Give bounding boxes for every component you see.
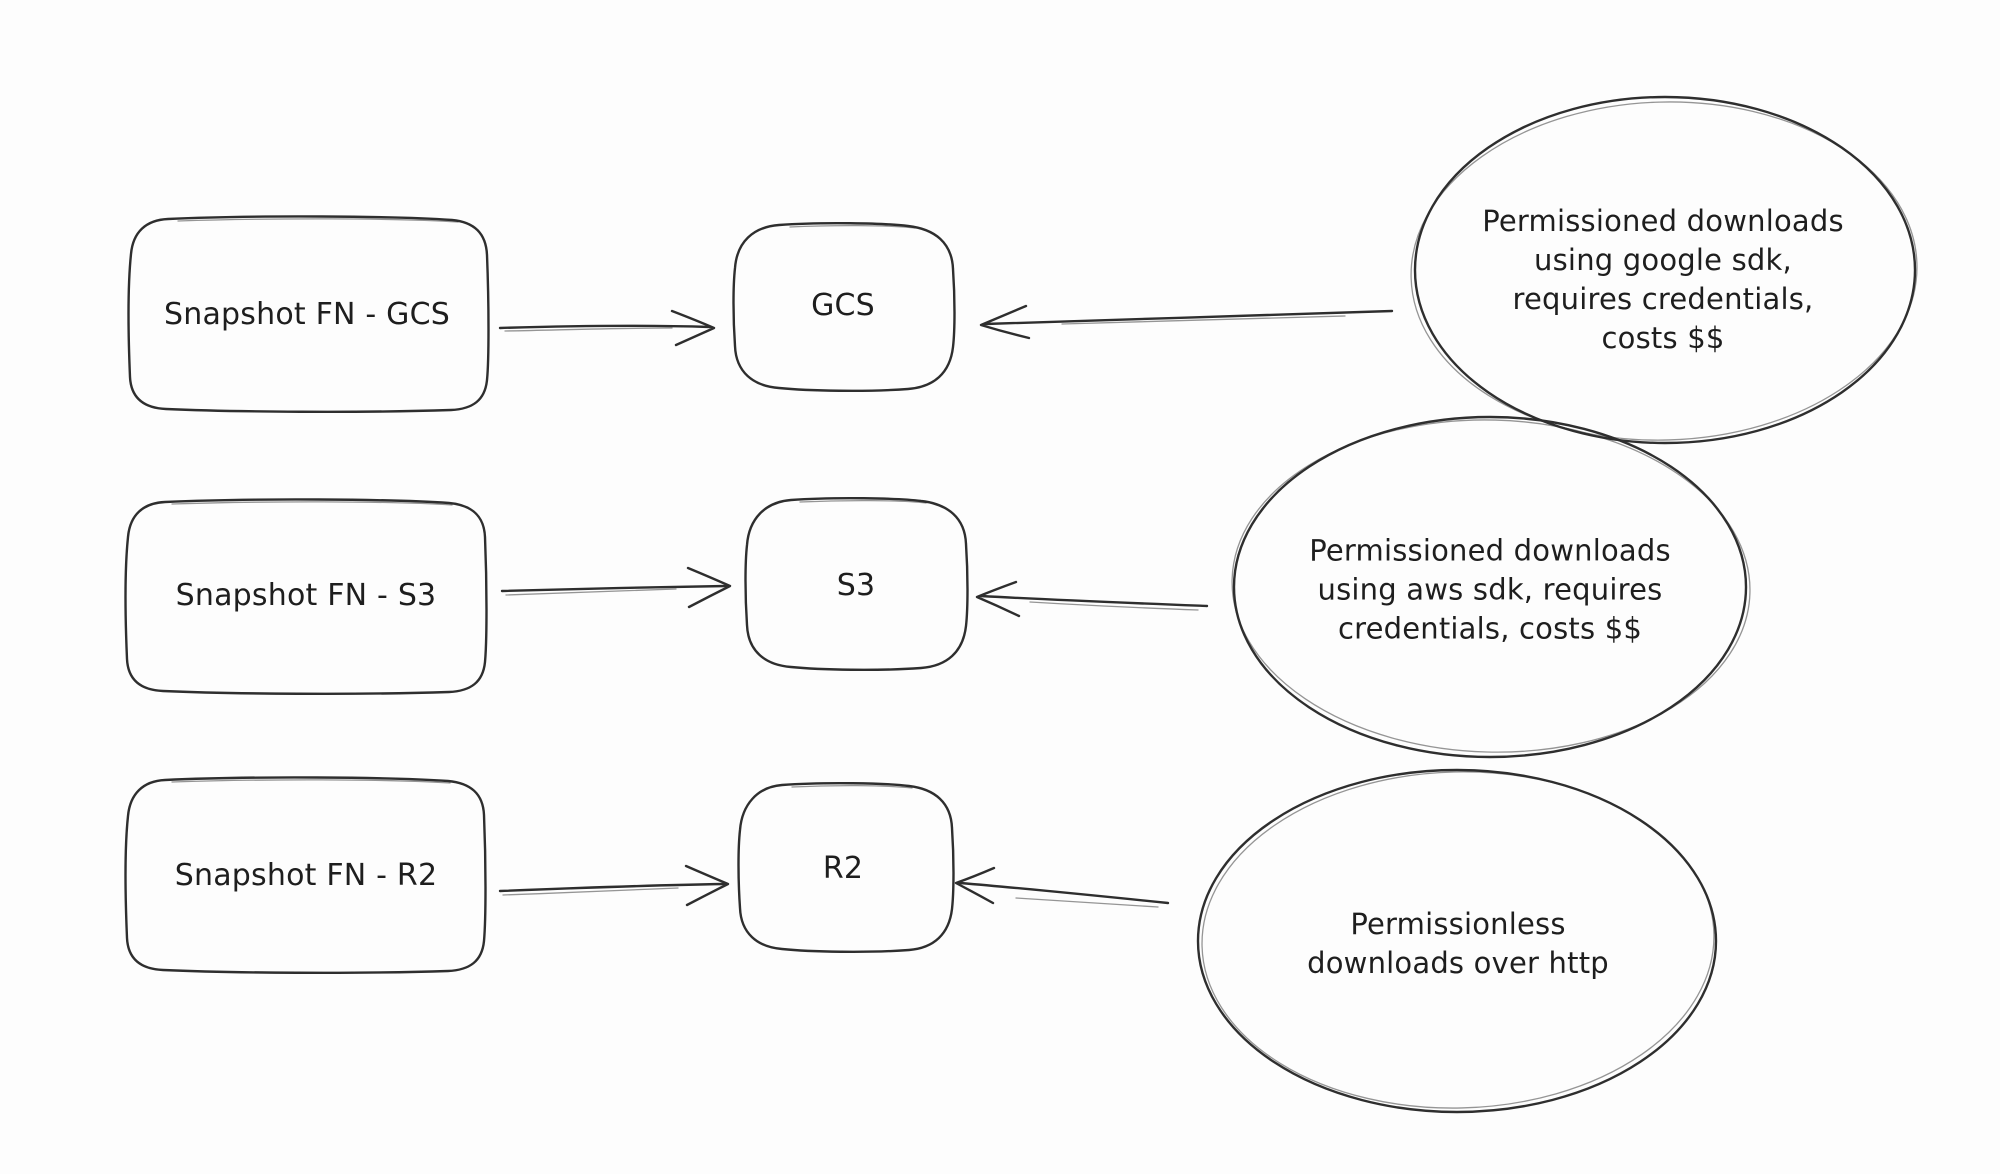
arrow-shaft bbox=[498, 882, 726, 893]
node-s3-shape[interactable] bbox=[744, 496, 969, 672]
sketch-overstroke bbox=[789, 224, 916, 229]
edge-snapshot-fn-gcs-to-gcs[interactable] bbox=[498, 309, 716, 347]
arrow-shaft bbox=[958, 881, 1170, 905]
arrowhead-left bbox=[954, 866, 996, 905]
node-snapshot-fn-s3-shape[interactable] bbox=[124, 498, 488, 696]
node-snapshot-fn-s3-label[interactable]: Snapshot FN - S3 bbox=[175, 578, 437, 613]
rounded-rect-outline bbox=[737, 781, 955, 954]
arrow-shaft-overstroke bbox=[1029, 601, 1199, 611]
ellipse-outline bbox=[1413, 95, 1917, 445]
node-gcs-shape[interactable] bbox=[732, 221, 956, 393]
sketch-overstroke bbox=[1231, 419, 1751, 753]
edge-note-r2-to-r2[interactable] bbox=[954, 866, 1170, 908]
node-snapshot-fn-r2-label[interactable]: Snapshot FN - R2 bbox=[174, 858, 438, 893]
rounded-rect-outline bbox=[124, 776, 487, 975]
ellipse-outline bbox=[1232, 415, 1748, 759]
note-r2-label[interactable]: Permissionless downloads over http bbox=[1307, 907, 1609, 980]
sketch-overstroke bbox=[171, 501, 453, 506]
edge-note-gcs-to-gcs[interactable] bbox=[979, 304, 1394, 340]
node-s3-label[interactable]: S3 bbox=[836, 568, 876, 603]
sketch-overstroke bbox=[799, 499, 927, 504]
edge-snapshot-fn-s3-to-s3[interactable] bbox=[500, 566, 732, 609]
note-gcs-label[interactable]: Permissioned downloads using google sdk,… bbox=[1482, 204, 1844, 355]
node-gcs-label[interactable]: GCS bbox=[811, 288, 875, 323]
ellipse-outline bbox=[1196, 768, 1718, 1114]
arrow-shaft-overstroke bbox=[502, 887, 679, 896]
rounded-rect-outline bbox=[124, 498, 488, 696]
sketch-overstroke bbox=[171, 779, 451, 784]
arrow-shaft bbox=[498, 324, 712, 330]
arrow-shaft-overstroke bbox=[1015, 897, 1159, 908]
rounded-rect-outline bbox=[127, 215, 490, 414]
edge-snapshot-fn-r2-to-r2[interactable] bbox=[498, 864, 730, 907]
arrowhead-left bbox=[975, 580, 1021, 618]
note-r2-ellipse[interactable] bbox=[1196, 766, 1718, 1114]
node-snapshot-fn-gcs-shape[interactable] bbox=[127, 215, 490, 414]
sketch-overstroke bbox=[1410, 101, 1918, 441]
rounded-rect-outline bbox=[732, 221, 956, 393]
node-snapshot-fn-gcs-label[interactable]: Snapshot FN - GCS bbox=[163, 297, 451, 332]
sketch-overstroke bbox=[1201, 771, 1715, 1109]
sketch-overstroke bbox=[177, 218, 459, 223]
node-r2-shape[interactable] bbox=[737, 781, 955, 954]
arrow-shaft-overstroke bbox=[505, 588, 677, 596]
edge-note-s3-to-s3[interactable] bbox=[975, 580, 1209, 618]
arrowhead-right bbox=[670, 309, 716, 347]
arrow-shaft bbox=[979, 594, 1209, 608]
arrowhead-left bbox=[979, 304, 1031, 340]
arrow-shaft bbox=[500, 584, 728, 593]
node-r2-label[interactable]: R2 bbox=[822, 851, 864, 886]
node-snapshot-fn-r2-shape[interactable] bbox=[124, 776, 487, 975]
note-s3-label[interactable]: Permissioned downloads using aws sdk, re… bbox=[1309, 533, 1671, 646]
arrow-shaft-overstroke bbox=[504, 327, 673, 332]
arrowhead-right bbox=[686, 566, 732, 609]
note-gcs-ellipse[interactable] bbox=[1406, 95, 1921, 447]
note-s3-ellipse[interactable] bbox=[1228, 413, 1755, 759]
arrow-shaft-overstroke bbox=[1061, 315, 1346, 325]
rounded-rect-outline bbox=[744, 496, 969, 672]
sketch-overstroke bbox=[791, 784, 913, 789]
arrow-shaft bbox=[983, 309, 1394, 326]
arrowhead-right bbox=[684, 864, 730, 907]
